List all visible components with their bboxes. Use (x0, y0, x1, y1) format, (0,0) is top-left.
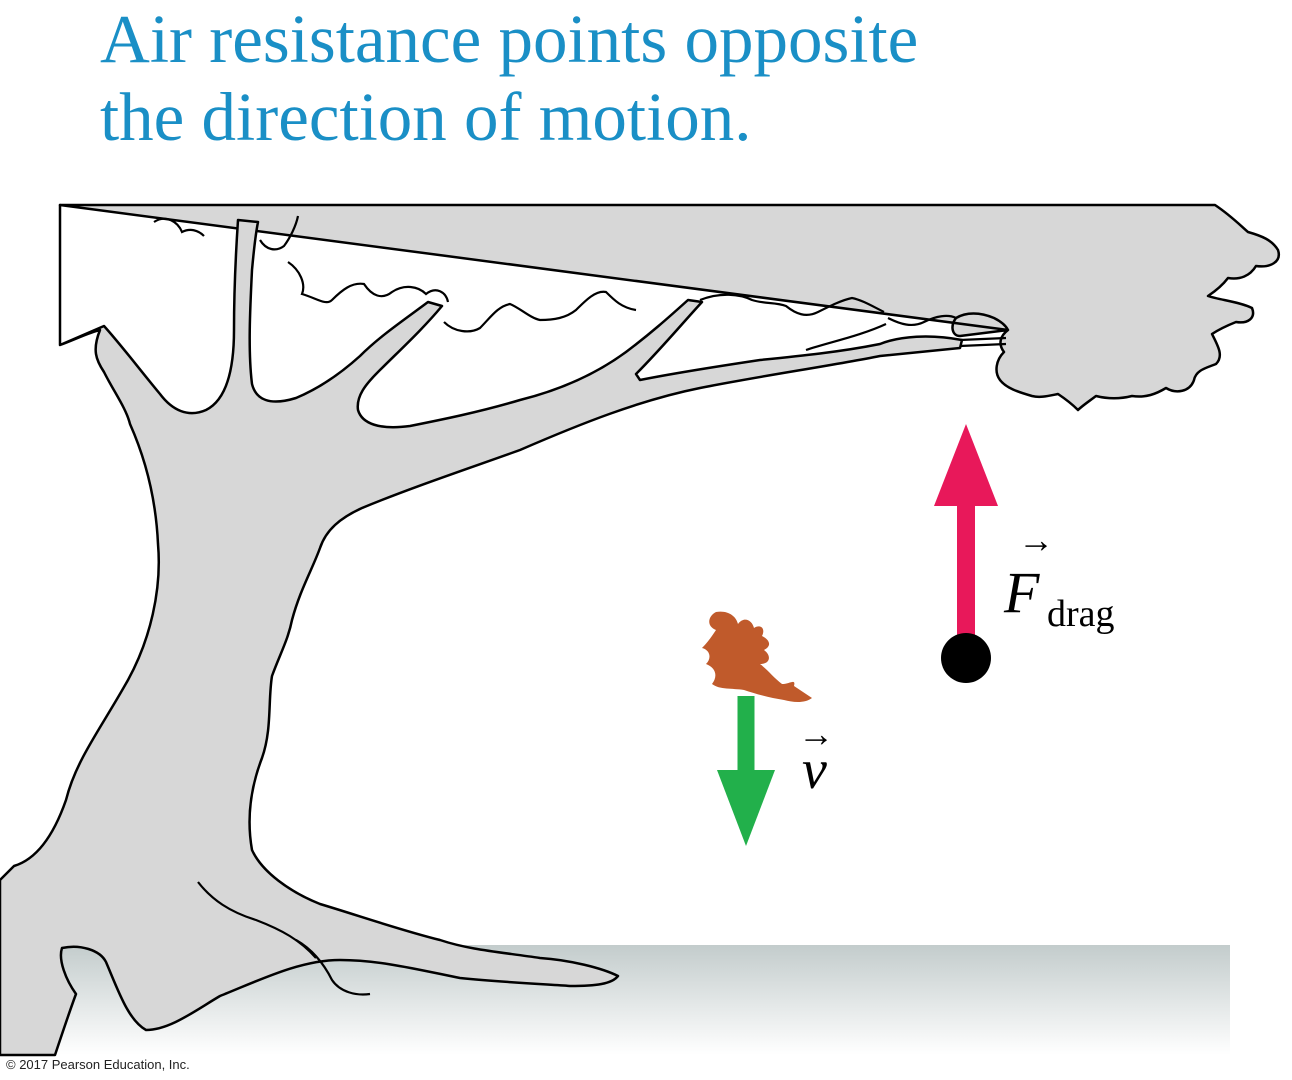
falling-leaf (702, 611, 812, 702)
falling-object-dot (941, 633, 991, 683)
tree-canopy (58, 203, 1281, 412)
velocity-label-symbol: v (802, 739, 827, 801)
drag-label-symbol: F (1003, 560, 1040, 625)
root-line (295, 939, 371, 996)
tree-trunk (0, 203, 964, 1057)
drag-label-arrow: → (1018, 520, 1054, 560)
velocity-arrow-head (717, 770, 775, 846)
title-line-2: the direction of motion. (100, 79, 752, 155)
drag-arrow-head (934, 424, 998, 506)
velocity-label-arrow: → (798, 714, 834, 754)
canopy-edge (153, 215, 957, 333)
branch-line (959, 336, 1007, 342)
branch-line (959, 342, 1007, 348)
figure-title: Air resistance points opposite the direc… (100, 0, 1200, 156)
title-line-1: Air resistance points opposite (100, 1, 919, 77)
branch-line (805, 323, 887, 352)
drag-label-subscript: drag (1047, 593, 1115, 635)
copyright-credit: © 2017 Pearson Education, Inc. (6, 1057, 190, 1072)
